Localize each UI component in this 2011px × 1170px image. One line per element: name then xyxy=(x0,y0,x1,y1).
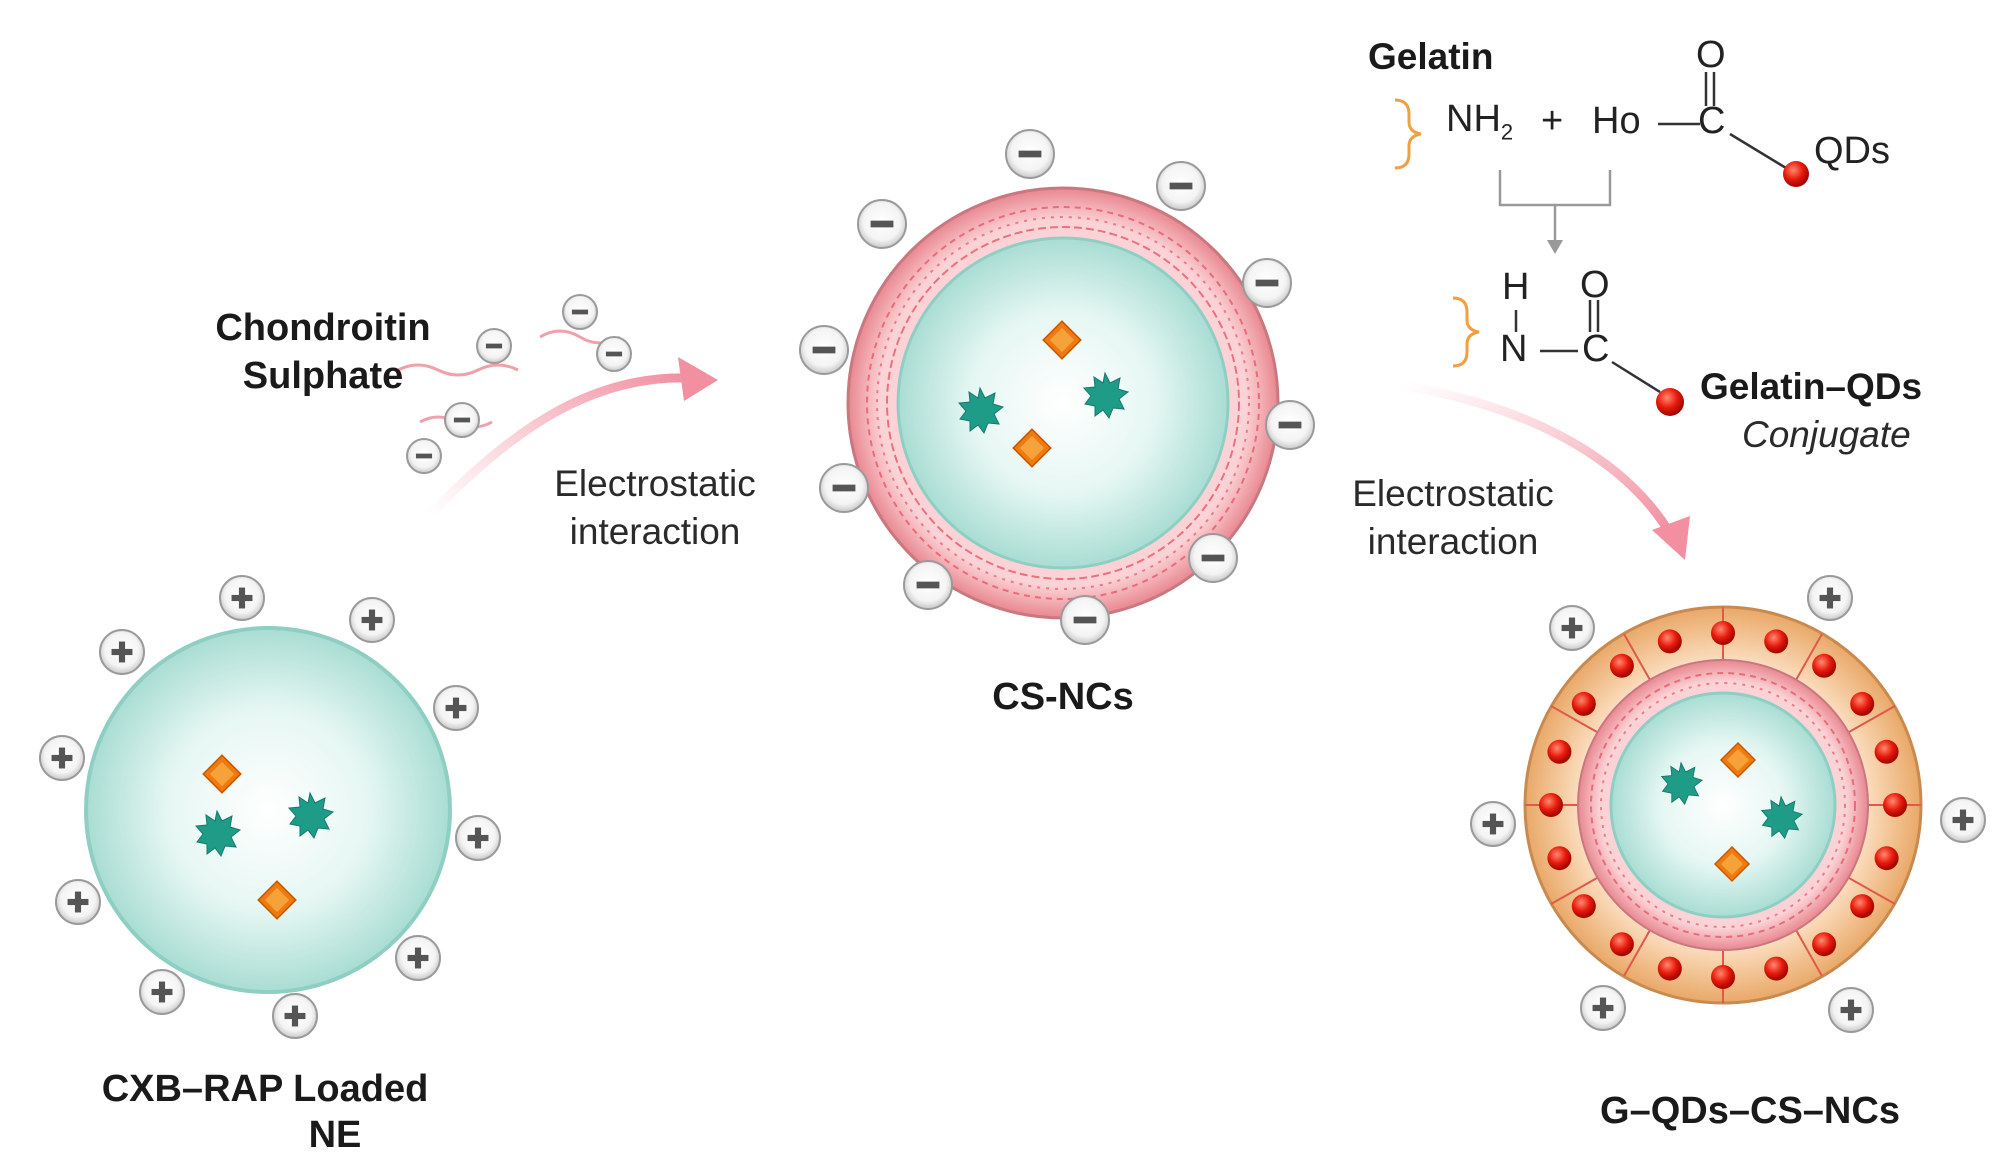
chondroitin-sulphate-label: Chondroitin Sulphate xyxy=(178,304,468,400)
carbon2-text: C xyxy=(1582,328,1610,370)
qd-dot-icon xyxy=(1874,739,1899,764)
electrostatic-interaction-label-2: Electrostatic interaction xyxy=(1318,470,1588,566)
interaction-text: interaction xyxy=(569,511,741,552)
negative-charge-icon xyxy=(1188,533,1238,583)
positive-charge-icon xyxy=(1580,985,1626,1031)
carbon-text: C xyxy=(1698,100,1726,142)
positive-charge-icon xyxy=(99,629,145,675)
orange-brace-icon xyxy=(1452,296,1480,368)
positive-charge-icon xyxy=(55,879,101,925)
negative-charge-icon xyxy=(1242,258,1292,308)
qd-dot-icon xyxy=(1812,932,1837,957)
qd-dot-icon xyxy=(1547,846,1572,871)
positive-charge-icon xyxy=(272,993,318,1039)
negative-charge-icon xyxy=(1005,129,1055,179)
bond-line xyxy=(1729,132,1787,170)
negative-charge-icon xyxy=(903,560,953,610)
negative-charge-icon xyxy=(819,463,869,513)
cxb-rap-text: CXB–RAP Loaded xyxy=(101,1068,429,1110)
positive-charge-icon xyxy=(219,575,265,621)
negative-charge-icon xyxy=(1060,595,1110,645)
qd-dot-icon xyxy=(1657,629,1682,654)
qd-dot-icon xyxy=(1883,793,1907,817)
chondroitin-strand xyxy=(397,363,519,377)
reaction-bracket xyxy=(1498,170,1612,207)
particle-g-qds-cs-ncs xyxy=(1523,605,1923,1005)
positive-charge-icon xyxy=(433,685,479,731)
nh-subscript: 2 xyxy=(1500,119,1514,145)
qd-dot-icon xyxy=(1656,388,1684,416)
surface-charges xyxy=(39,129,1986,1039)
positive-charge-icon xyxy=(1470,801,1516,847)
positive-charge-icon xyxy=(395,935,441,981)
hydrogen-text: H xyxy=(1502,266,1530,308)
negative-charge-icon xyxy=(444,402,480,438)
negative-charge-icon xyxy=(562,294,598,330)
positive-charge-icon xyxy=(139,969,185,1015)
arrow-electrostatic-1 xyxy=(425,373,695,520)
qd-dot-icon xyxy=(1850,691,1875,716)
qd-dot-icon xyxy=(1812,653,1837,678)
qd-dot-icon xyxy=(1874,846,1899,871)
qd-ring xyxy=(1539,621,1907,989)
positive-charge-icon xyxy=(1549,605,1595,651)
g-qds-cs-ncs-label: G–QDs–CS–NCs xyxy=(1600,1090,1900,1132)
positive-charge-icon xyxy=(1807,575,1853,621)
nitrogen-text: N xyxy=(1500,328,1528,370)
chondroitin-text: Chondroitin xyxy=(215,307,431,349)
sulphate-text: Sulphate xyxy=(242,355,404,397)
positive-charge-icon xyxy=(349,597,395,643)
negative-charge-icon xyxy=(799,325,849,375)
qd-dot-icon xyxy=(1547,739,1572,764)
negative-charge-icon xyxy=(596,336,632,372)
qd-dot-icon xyxy=(1764,956,1789,981)
ho-text: Ho xyxy=(1592,100,1641,142)
negative-charge-icon xyxy=(857,199,907,249)
negative-charge-icon xyxy=(476,328,512,364)
conjugate-label: Conjugate xyxy=(1742,414,1911,455)
qd-dot-icon xyxy=(1783,161,1809,187)
qd-dot-icon xyxy=(1609,653,1634,678)
positive-charge-icon xyxy=(1828,987,1874,1033)
arrowhead-1 xyxy=(678,357,718,401)
amine-group: NH2 xyxy=(1446,98,1513,146)
qd-dot-icon xyxy=(1539,793,1563,817)
cs-ncs-label: CS-NCs xyxy=(992,676,1134,718)
orange-brace-icon xyxy=(1394,98,1422,170)
qds-text: QDs xyxy=(1814,130,1890,172)
negative-charge-icon xyxy=(1265,400,1315,450)
particle-cxb-rap-ne xyxy=(84,626,452,994)
qd-dot-icon xyxy=(1764,629,1789,654)
interaction-text: interaction xyxy=(1367,521,1539,562)
bond-line xyxy=(1611,360,1661,394)
qd-dot-icon xyxy=(1711,621,1735,645)
electrostatic-text: Electrostatic xyxy=(554,463,756,504)
positive-charge-icon xyxy=(39,735,85,781)
plus-sign: + xyxy=(1541,100,1564,142)
qd-dot-icon xyxy=(1711,965,1735,989)
positive-charge-icon xyxy=(455,815,501,861)
oxygen2-text: O xyxy=(1580,264,1610,306)
positive-charge-icon xyxy=(1940,797,1986,843)
gelatin-label: Gelatin xyxy=(1368,36,1494,77)
electrostatic-text: Electrostatic xyxy=(1352,473,1554,514)
qd-dot-icon xyxy=(1571,894,1596,919)
arrow-electrostatic-2 xyxy=(1395,380,1673,535)
qd-dot-icon xyxy=(1571,691,1596,716)
qd-dot-icon xyxy=(1850,894,1875,919)
qd-dot-icon xyxy=(1657,956,1682,981)
nh-text: NH xyxy=(1446,98,1501,140)
reaction-arrowhead xyxy=(1547,240,1563,254)
cxb-rap-label: CXB–RAP Loaded NE xyxy=(40,1066,490,1158)
particle-cs-ncs xyxy=(846,186,1280,620)
negative-charge-icon xyxy=(406,438,442,474)
arrowhead-2 xyxy=(1652,516,1690,560)
electrostatic-interaction-label-1: Electrostatic interaction xyxy=(520,460,790,556)
gelatin-qds-label: Gelatin–QDs xyxy=(1700,366,1923,407)
oxygen-text: O xyxy=(1696,34,1726,76)
qd-dot-icon xyxy=(1609,932,1634,957)
negative-charge-icon xyxy=(1156,161,1206,211)
ne-text: NE xyxy=(308,1114,362,1156)
